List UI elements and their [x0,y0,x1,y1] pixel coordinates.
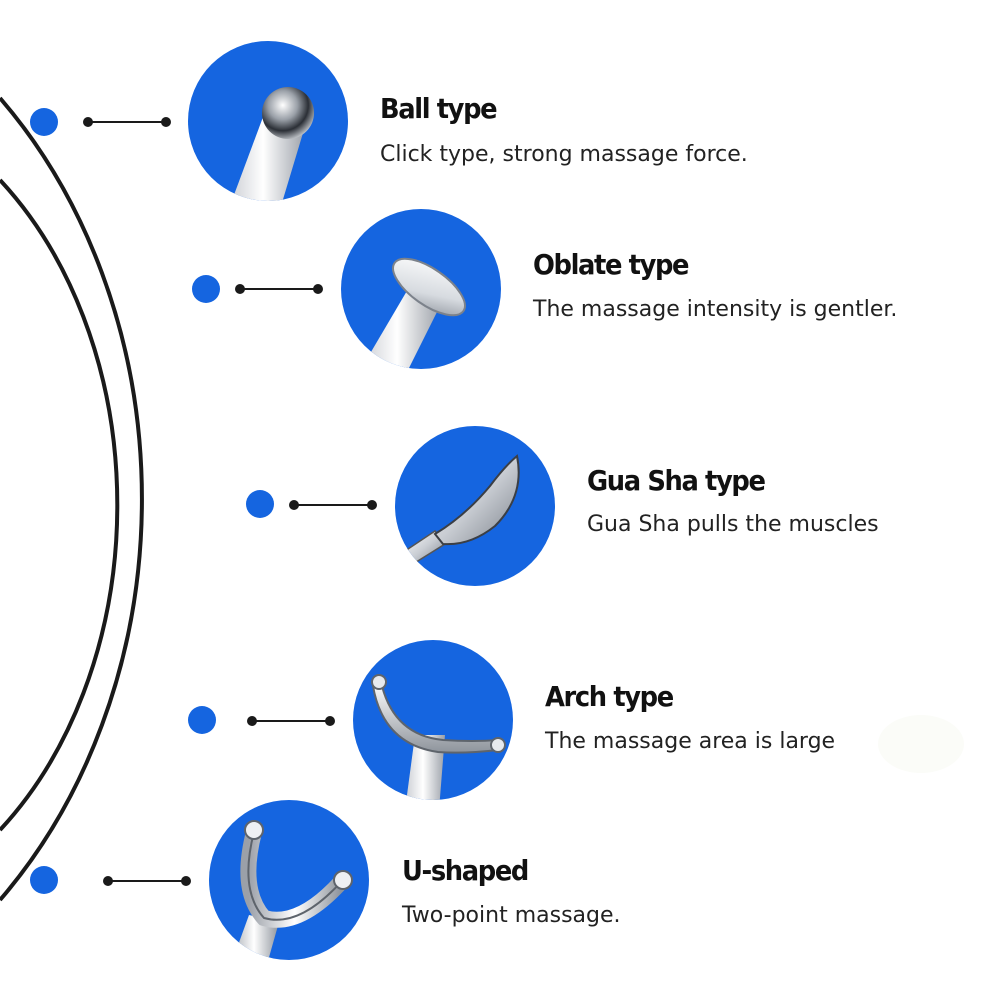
outer-arc [0,96,144,902]
item-title: Gua Sha type [587,464,766,497]
arc-dot-4 [188,706,216,734]
item-title: Oblate type [533,248,690,281]
ball-head-icon [188,41,348,201]
arch-head-icon [353,640,513,800]
item-description: Click type, strong massage force. [380,142,748,167]
arc-dot-1 [30,108,58,136]
arc-dot-3 [246,490,274,518]
item-description: The massage intensity is gentler. [533,297,898,322]
background-blob [878,715,964,773]
arc-dot-5 [30,866,58,894]
u-shaped-head-icon [209,800,369,960]
inner-arc [0,178,120,832]
connector-line [103,876,191,886]
item-title: U-shaped [402,854,529,887]
item-description: Gua Sha pulls the muscles [587,512,879,537]
item-description: Two-point massage. [402,903,621,928]
item-description: The massage area is large [545,729,836,754]
connector-line [83,117,171,127]
item-title: Arch type [545,680,674,713]
gua-sha-head-icon [395,426,555,586]
arc-dot-2 [192,275,220,303]
connector-line [289,500,377,510]
oblate-head-icon [341,209,501,369]
item-title: Ball type [380,92,498,125]
connector-line [235,284,323,294]
connector-line [247,716,335,726]
